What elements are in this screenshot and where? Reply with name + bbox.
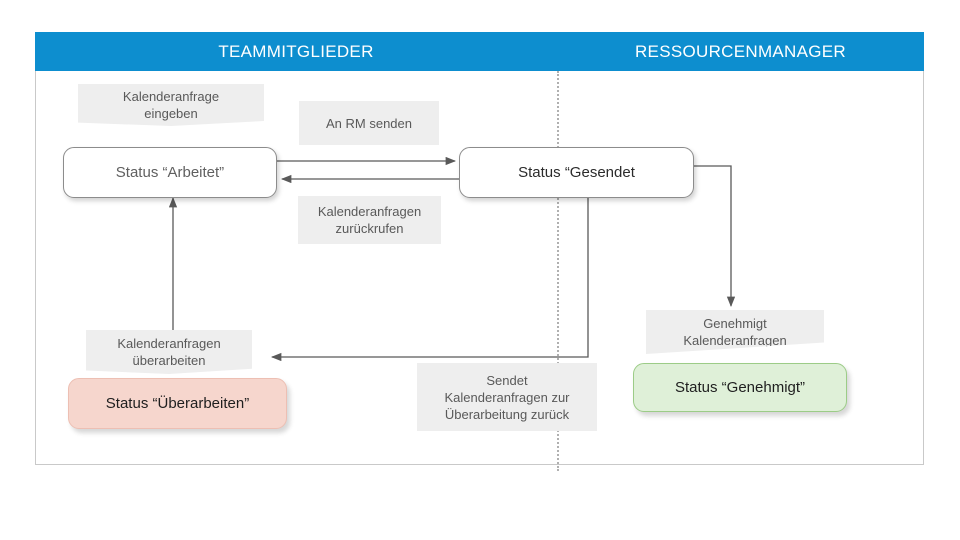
state-box-gesendet-label: Status “Gesendet xyxy=(518,164,635,181)
state-box-genehmigt-label: Status “Genehmigt” xyxy=(674,379,806,396)
note-kalenderanfragen-zurueckrufen-text: Kalenderanfragen zurückrufen xyxy=(317,204,422,236)
note-genehmigt-kalenderanfragen-text: Genehmigt Kalenderanfragen xyxy=(683,316,787,348)
note-sendet-kalenderanfragen-zurueck: Sendet Kalenderanfragen zur Überarbeitun… xyxy=(417,363,597,431)
swimlane-header: TEAMMITGLIEDER RESSOURCENMANAGER xyxy=(35,32,924,71)
note-an-rm-senden-text: An RM senden xyxy=(326,115,412,131)
state-box-genehmigt[interactable]: Status “Genehmigt” xyxy=(633,363,847,412)
note-kalenderanfrage-eingeben: Kalenderanfrage eingeben xyxy=(78,84,264,126)
state-box-ueberarbeiten[interactable]: Status “Überarbeiten” xyxy=(68,378,287,429)
state-box-arbeitet[interactable]: Status “Arbeitet” xyxy=(63,147,277,198)
state-box-arbeitet-label: Status “Arbeitet” xyxy=(115,164,225,181)
note-kalenderanfrage-eingeben-text: Kalenderanfrage eingeben xyxy=(122,89,220,121)
note-kalenderanfragen-ueberarbeiten-text: Kalenderanfragen überarbeiten xyxy=(117,336,221,368)
note-kalenderanfragen-ueberarbeiten: Kalenderanfragen überarbeiten xyxy=(86,330,252,374)
state-box-gesendet[interactable]: Status “Gesendet xyxy=(459,147,694,198)
state-box-ueberarbeiten-label: Status “Überarbeiten” xyxy=(105,395,250,412)
note-kalenderanfragen-zurueckrufen: Kalenderanfragen zurückrufen xyxy=(298,196,441,244)
note-sendet-kalenderanfragen-zurueck-text: Sendet Kalenderanfragen zur Überarbeitun… xyxy=(444,372,570,422)
note-an-rm-senden: An RM senden xyxy=(299,101,439,145)
swimlane-header-ressourcenmanager: RESSOURCENMANAGER xyxy=(634,42,847,61)
swimlane-header-teammitglieder: TEAMMITGLIEDER xyxy=(218,42,374,61)
